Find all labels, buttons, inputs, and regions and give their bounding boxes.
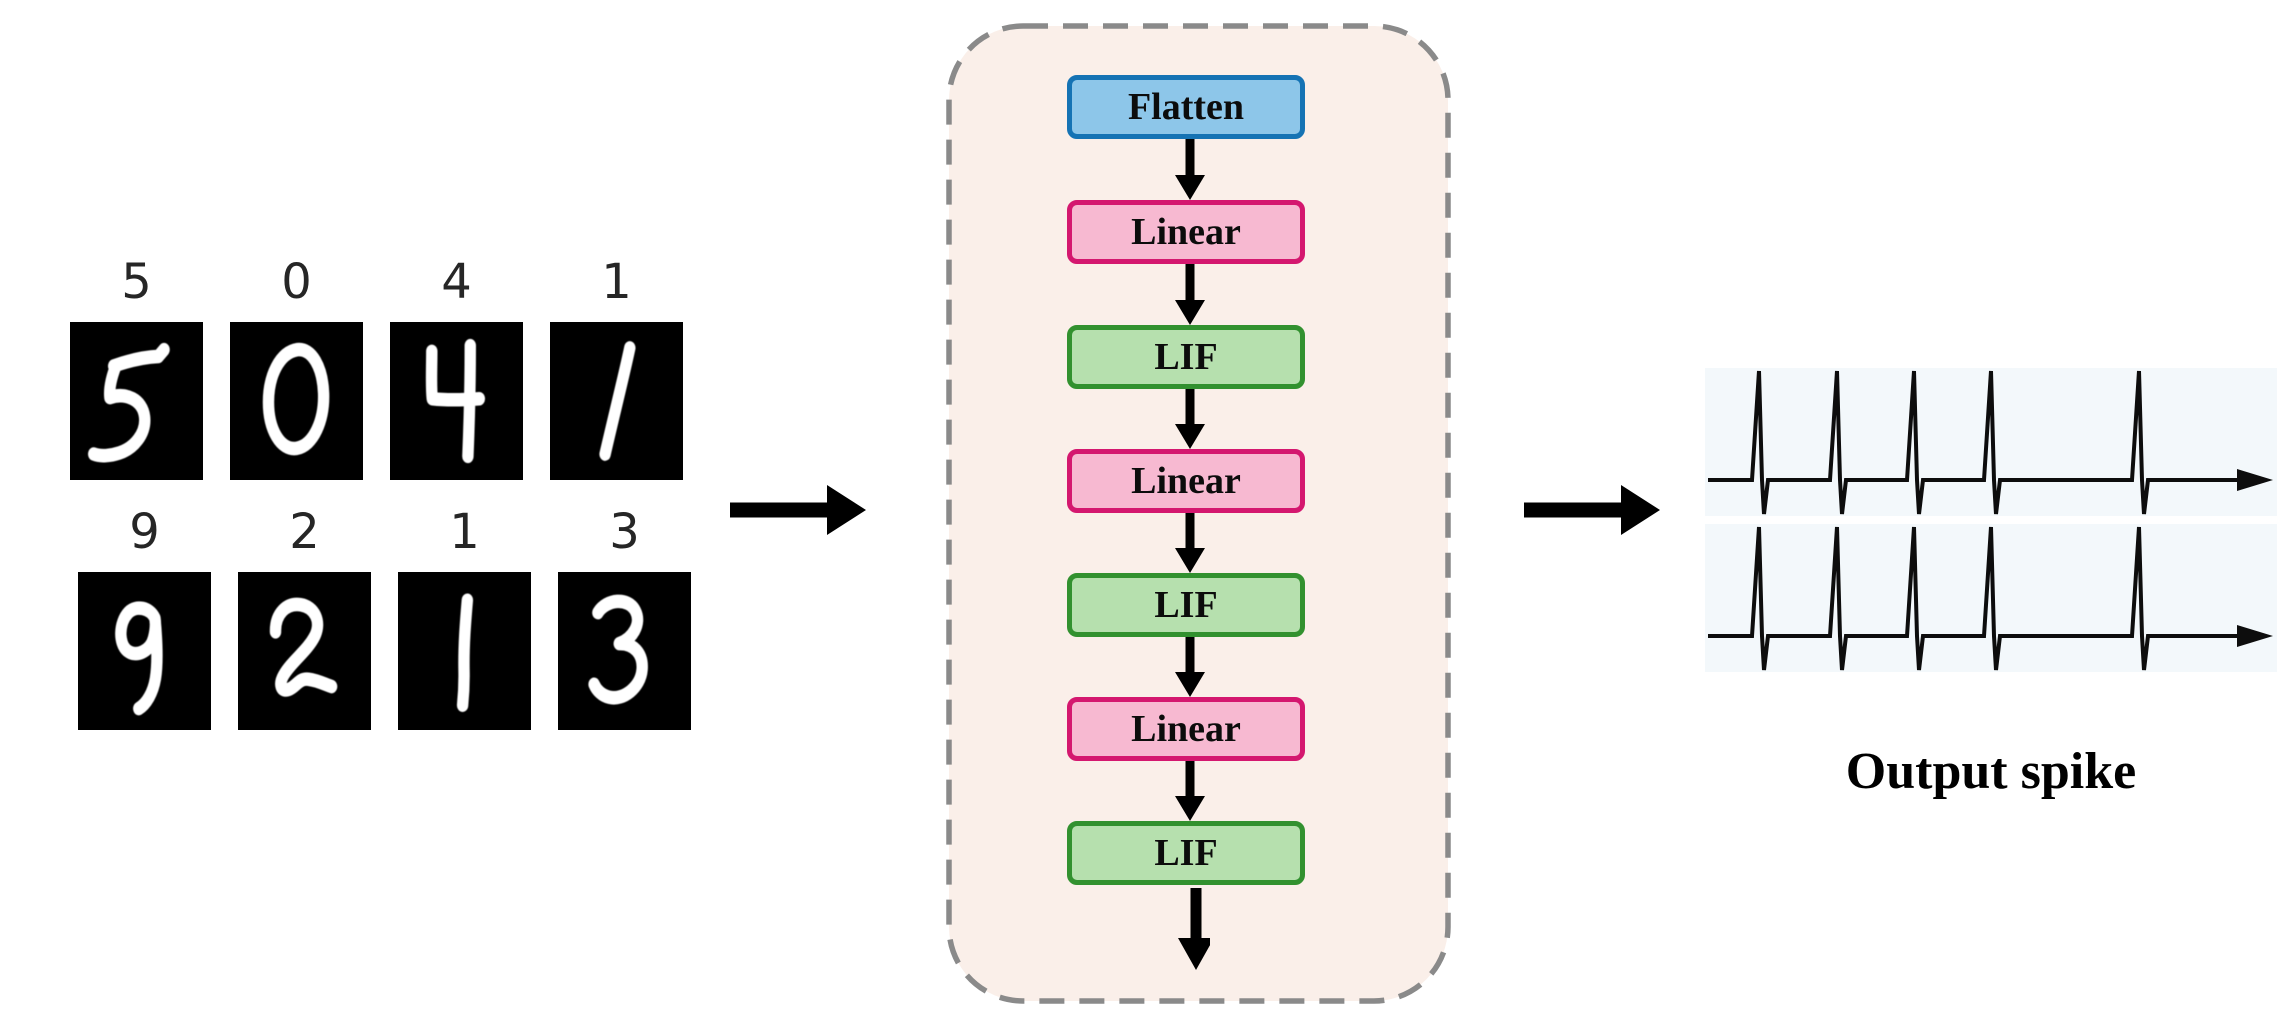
- lif-block-1: LIF: [1067, 325, 1305, 389]
- block-label: Linear: [1131, 460, 1241, 502]
- mnist-cell: 0: [230, 256, 363, 480]
- digit-label: 4: [441, 254, 472, 310]
- down-arrow-icon: [1175, 139, 1205, 200]
- digit-label: 1: [601, 254, 632, 310]
- snn-model-container: Flatten Linear LIF Linear LIF Linear LIF: [945, 22, 1452, 1005]
- handwritten-digit-stroke: [599, 341, 636, 461]
- digit-label: 5: [121, 254, 152, 310]
- digit-label: 9: [129, 504, 160, 560]
- handwritten-digit-stroke: [588, 594, 648, 705]
- mnist-digit-image: [398, 572, 531, 730]
- mnist-cell: 3: [558, 506, 691, 730]
- digit-label: 2: [289, 504, 320, 560]
- mnist-digit-image: [78, 572, 211, 730]
- block-label: LIF: [1154, 336, 1218, 378]
- mnist-cell: 4: [390, 256, 523, 480]
- mnist-digit-image: [70, 322, 203, 480]
- mnist-digit-image: [390, 322, 523, 480]
- handwritten-digit-stroke: [115, 601, 163, 716]
- block-label: LIF: [1154, 832, 1218, 874]
- network-output-arrow-icon: [1178, 888, 1210, 970]
- digit-label: 1: [449, 504, 480, 560]
- mnist-cell: 9: [78, 506, 211, 730]
- flatten-block: Flatten: [1067, 75, 1305, 139]
- mnist-digit-image: [558, 572, 691, 730]
- handwritten-digit-stroke: [269, 597, 338, 697]
- digit-label: 0: [281, 254, 312, 310]
- mnist-cell: 1: [398, 506, 531, 730]
- down-arrow-icon: [1175, 761, 1205, 821]
- block-label: Linear: [1131, 708, 1241, 750]
- linear-block-2: Linear: [1067, 449, 1305, 513]
- handwritten-digit-stroke: [456, 593, 474, 712]
- mnist-digit-image: [550, 322, 683, 480]
- output-spike-label: Output spike: [1845, 743, 2137, 800]
- lif-block-3: LIF: [1067, 821, 1305, 885]
- handwritten-digit-stroke: [425, 338, 485, 464]
- mnist-cell: 1: [550, 256, 683, 480]
- block-label: Linear: [1131, 211, 1241, 253]
- down-arrow-icon: [1175, 264, 1205, 325]
- digit-label: 3: [609, 504, 640, 560]
- output-spike-train-2: [1705, 524, 2277, 672]
- handwritten-digit-stroke: [262, 342, 330, 456]
- mnist-cell: 5: [70, 256, 203, 480]
- input-to-network-arrow-icon: [730, 485, 866, 535]
- linear-block-1: Linear: [1067, 200, 1305, 264]
- down-arrow-icon: [1175, 389, 1205, 449]
- mnist-digit-image: [230, 322, 363, 480]
- mnist-cell: 2: [238, 506, 371, 730]
- down-arrow-icon: [1175, 637, 1205, 697]
- output-spike-train-1: [1705, 368, 2277, 516]
- block-label: Flatten: [1127, 86, 1245, 128]
- lif-block-2: LIF: [1067, 573, 1305, 637]
- down-arrow-icon: [1175, 513, 1205, 573]
- mnist-digit-image: [238, 572, 371, 730]
- network-to-output-arrow-icon: [1524, 485, 1660, 535]
- linear-block-3: Linear: [1067, 697, 1305, 761]
- handwritten-digit-stroke: [88, 342, 170, 463]
- block-label: LIF: [1154, 584, 1218, 626]
